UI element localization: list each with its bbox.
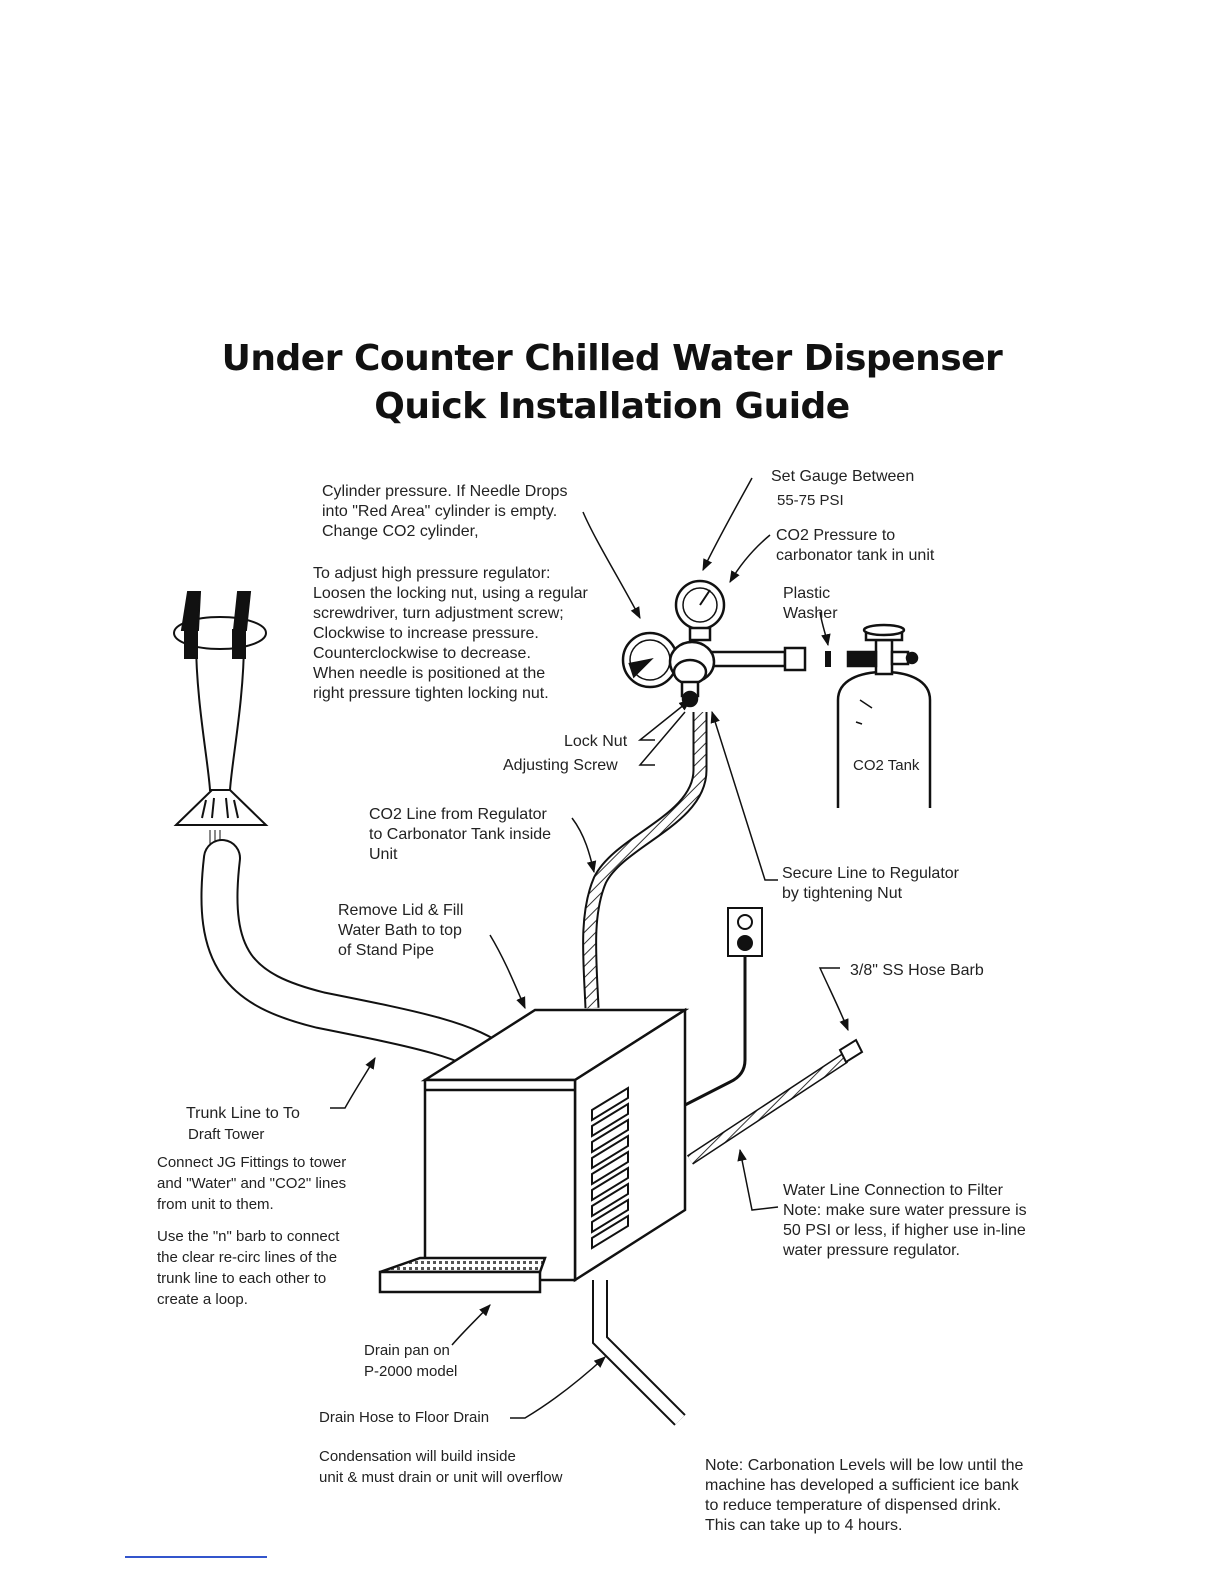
- adjusting-screw-label: Adjusting Screw: [503, 757, 618, 774]
- chiller-unit: [420, 1007, 690, 1283]
- co2-regulator: [621, 579, 807, 708]
- lock-nut-label: Lock Nut: [564, 733, 628, 750]
- drain-hose-label: Drain Hose to Floor Drain: [319, 1409, 490, 1426]
- hose-barb: [838, 1038, 864, 1064]
- draft-tower: [173, 591, 269, 850]
- trunk-line-label: Trunk Line to To: [186, 1105, 300, 1122]
- set-gauge-range-label: 55-75 PSI: [777, 492, 844, 509]
- condensation-label: Condensation will build inside unit & mu…: [319, 1448, 563, 1486]
- co2-line-label: CO2 Line from Regulator to Carbonator Ta…: [369, 806, 552, 863]
- secure-line-label: Secure Line to Regulator by tightening N…: [782, 865, 959, 902]
- co2-tank-label: CO2 Tank: [853, 757, 920, 774]
- footer-rule: [125, 1556, 267, 1558]
- co2-tank: [836, 623, 932, 808]
- co2-pressure-label: CO2 Pressure to carbonator tank in unit: [776, 527, 935, 564]
- n-barb-label: Use the "n" barb to connect the clear re…: [157, 1228, 340, 1308]
- power-cord: [684, 955, 747, 1107]
- remove-lid-label: Remove Lid & Fill Water Bath to top of S…: [338, 902, 464, 959]
- water-line-label: Water Line Connection to Filter Note: ma…: [783, 1182, 1027, 1259]
- adjust-regulator-label: To adjust high pressure regulator: Loose…: [313, 565, 588, 702]
- page-subtitle: Quick Installation Guide: [374, 386, 850, 427]
- plastic-washer-label: Plastic Washer: [783, 585, 838, 622]
- draft-tower-label: Draft Tower: [188, 1126, 265, 1143]
- plastic-washer: [825, 651, 831, 667]
- wall-outlet: [727, 907, 763, 957]
- connect-jg-label: Connect JG Fittings to tower and "Water"…: [157, 1154, 347, 1213]
- page-title: Under Counter Chilled Water Dispenser: [221, 338, 1003, 379]
- leader-lines: [330, 477, 849, 1419]
- hose-barb-label: 3/8" SS Hose Barb: [850, 962, 984, 979]
- carbonation-note: Note: Carbonation Levels will be low unt…: [705, 1457, 1024, 1534]
- drain-pan: [378, 1256, 547, 1294]
- unit-vents: [591, 1086, 629, 1250]
- set-gauge-label: Set Gauge Between: [771, 468, 915, 485]
- drain-pan-label: Drain pan on P-2000 model: [364, 1342, 458, 1380]
- cylinder-pressure-label: Cylinder pressure. If Needle Drops into …: [322, 483, 568, 540]
